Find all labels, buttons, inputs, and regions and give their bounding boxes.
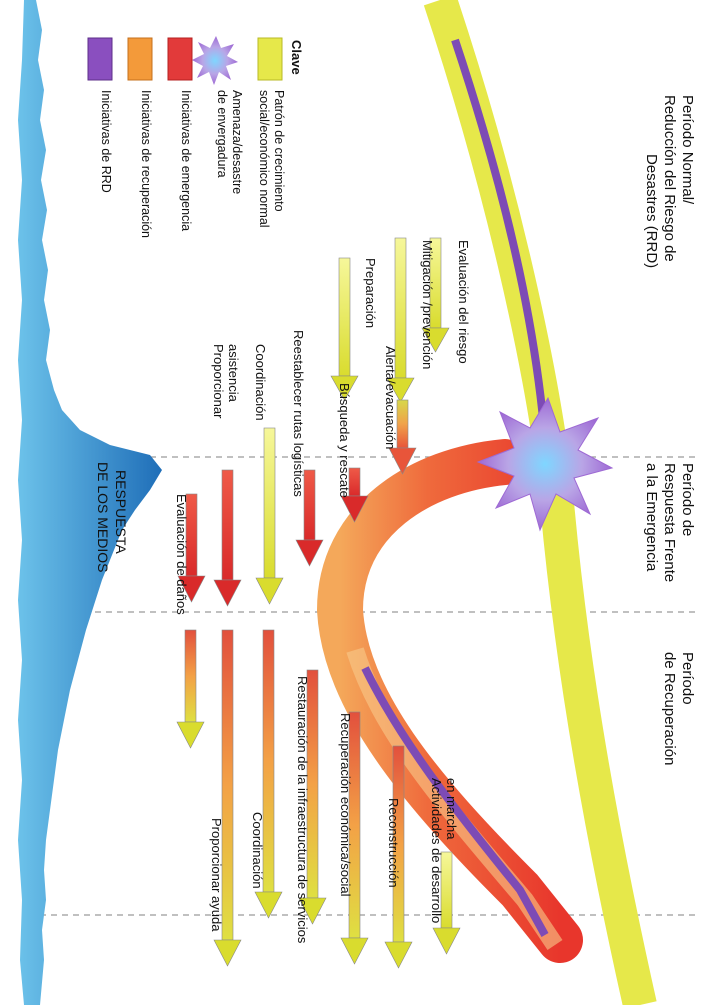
label-provide-aid: Proporcionar ayuda xyxy=(209,818,224,932)
key-label-growth-2: social/económico normal xyxy=(257,90,271,228)
hazard-star xyxy=(476,396,614,532)
label-alert: Alerta/evacuación xyxy=(383,346,398,449)
swatch-hazard-star xyxy=(192,36,238,85)
label-risk-assessment: Evaluación del riesgo xyxy=(456,240,471,364)
arrow-risk-assessment xyxy=(421,237,450,353)
label-coordination-2: Coordinación xyxy=(250,812,265,889)
label-development: Actividades de desarrollo en marcha xyxy=(429,778,459,927)
recovery-arrows xyxy=(176,629,461,969)
drr-arrows xyxy=(330,237,450,475)
arrow-infrastructure xyxy=(298,669,327,925)
period-normal-2: Reducción del Riesgo de xyxy=(661,95,678,262)
period-response-2: Respuesta Frente xyxy=(661,463,678,582)
arrow-mitigation xyxy=(386,237,415,403)
media-response-shape xyxy=(18,0,162,1005)
key-label-emergency: Iniciativas de emergencia xyxy=(179,90,193,231)
arrow-damage-assessment-2 xyxy=(176,629,205,749)
emergency-arrows xyxy=(177,427,369,607)
swatch-recovery xyxy=(127,37,153,81)
key-label-hazard-1: Amenaza/desastre xyxy=(230,90,244,194)
key-swatches xyxy=(87,36,283,85)
arrow-search-rescue xyxy=(340,467,369,523)
drr-line-bottom xyxy=(361,666,549,937)
label-search-rescue: Búsqueda y rescate xyxy=(337,383,352,498)
arrow-coordination-2 xyxy=(254,629,283,919)
label-damage-assessment: Evaluación de daños xyxy=(174,494,189,615)
period-recovery-2: de Recuperación xyxy=(661,652,678,765)
text-layer: Clave Patrón de crecimiento social/econó… xyxy=(95,40,696,944)
period-response-1: Período de xyxy=(679,463,696,536)
arrow-damage-assessment xyxy=(177,493,206,603)
swatch-emergency xyxy=(167,37,193,81)
swatch-growth xyxy=(257,37,283,81)
label-economic-recovery: Recuperación económica/social xyxy=(338,713,353,897)
arrow-provide-aid xyxy=(213,629,242,967)
arrow-alert xyxy=(388,399,417,475)
key-label-growth-1: Patrón de crecimiento xyxy=(272,90,286,212)
arrow-development xyxy=(432,851,461,955)
media-label-2: DE LOS MEDIOS xyxy=(95,462,111,572)
arrow-logistics xyxy=(295,469,324,567)
label-coordination-1: Coordinación xyxy=(253,344,268,421)
label-development-line1: Actividades de desarrollo xyxy=(429,778,444,923)
media-label-1: RESPUESTA xyxy=(113,470,129,554)
label-reconstruction: Reconstrucción xyxy=(386,798,401,888)
period-recovery-1: Período xyxy=(679,652,696,705)
arrow-reconstruction xyxy=(384,745,413,969)
period-response-3: a la Emergencia xyxy=(643,463,660,572)
drr-line-top xyxy=(451,38,549,441)
key-label-drr: Iniciativas de RRD xyxy=(99,90,113,193)
label-infrastructure: Restauración de la infraestructura de se… xyxy=(295,676,310,944)
label-mitigation: Mitigación /prevención xyxy=(420,240,435,369)
label-preparedness: Preparación xyxy=(363,258,378,328)
arrow-assistance xyxy=(213,469,242,607)
label-assistance: Proporcionar asistencia xyxy=(211,344,241,422)
label-logistics: Reestablecer rutas logísticas xyxy=(291,330,306,497)
arrow-economic-recovery xyxy=(340,711,369,965)
label-assistance-line2: asistencia xyxy=(226,344,241,403)
key-label-recovery: Iniciativas de recuperación xyxy=(139,90,153,238)
label-assistance-line1: Proporcionar xyxy=(211,344,226,419)
arrow-preparedness xyxy=(330,257,359,401)
arrow-coordination-1 xyxy=(255,427,284,605)
key-title: Clave xyxy=(289,40,304,75)
key-label-hazard-2: de envergadura xyxy=(215,90,229,178)
swatch-drr xyxy=(87,37,113,81)
label-development-line2: en marcha xyxy=(444,778,459,840)
period-normal-3: Desastres (RRD) xyxy=(643,154,660,268)
period-normal-1: Período Normal/ xyxy=(679,95,696,205)
